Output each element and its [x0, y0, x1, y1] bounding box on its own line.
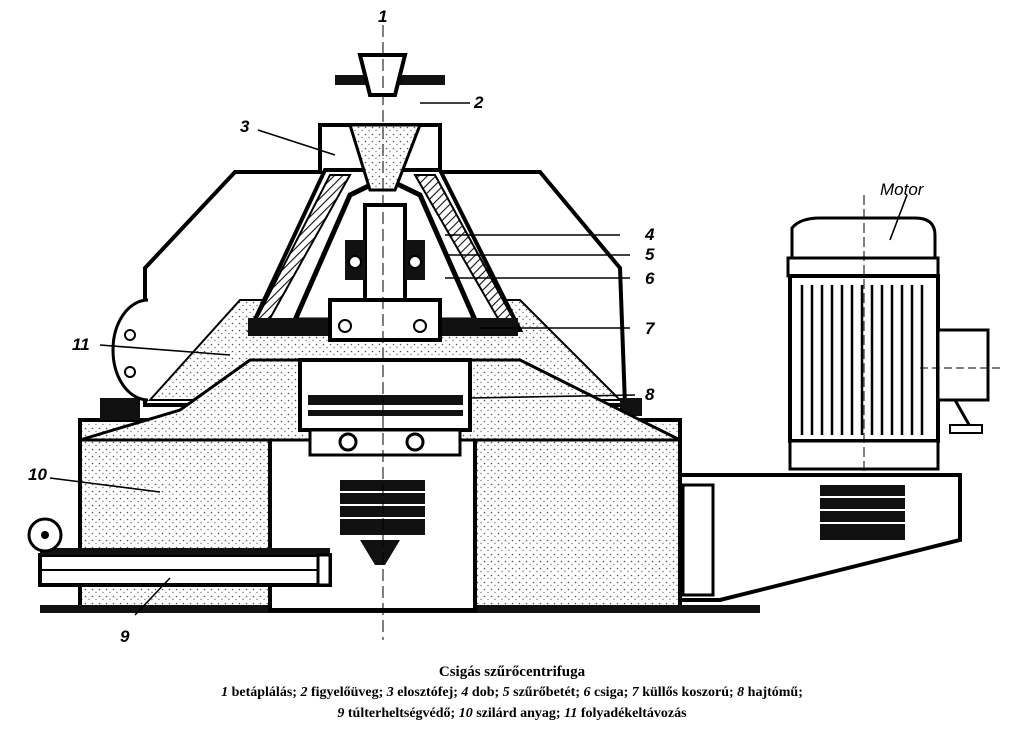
legend-entry: 3 elosztófej; — [387, 685, 458, 700]
legend-text: dob; — [468, 685, 500, 700]
legend-text: szilárd anyag; — [472, 706, 561, 721]
label-8: 8 — [645, 385, 655, 404]
legend-entry: 8 hajtómű; — [737, 685, 803, 700]
legend-number: 7 — [631, 685, 639, 700]
label-3: 3 — [240, 117, 250, 136]
legend-number: 2 — [300, 685, 308, 700]
liquid-outlet — [111, 298, 149, 402]
legend-text: küllős koszorú; — [638, 685, 734, 700]
legend-number: 4 — [461, 685, 469, 700]
legend-text: hajtómű; — [744, 685, 803, 700]
legend-entry: 9 túlterheltségvédő; — [337, 706, 455, 721]
legend-number: 10 — [458, 706, 473, 721]
legend-number: 6 — [583, 685, 591, 700]
legend-text: túlterheltségvédő; — [344, 706, 456, 721]
label-4: 4 — [644, 225, 655, 244]
label-1: 1 — [378, 7, 387, 26]
legend-entry: 11 folyadékeltávozás — [564, 706, 687, 721]
motor — [786, 195, 1000, 560]
label-6: 6 — [645, 269, 655, 288]
motor-base — [678, 473, 962, 602]
label-10: 10 — [28, 465, 47, 484]
legend-number: 9 — [337, 706, 345, 721]
legend-text: folyadékeltávozás — [577, 706, 687, 721]
legend-entry: 7 küllős koszorú; — [632, 685, 734, 700]
legend-entry: 2 figyelőüveg; — [300, 685, 383, 700]
figure-caption-title: Csigás szűrőcentrifuga — [438, 664, 586, 680]
legend-number: 1 — [221, 685, 229, 700]
label-2: 2 — [473, 93, 484, 112]
legend-text: figyelőüveg; — [307, 685, 384, 700]
leader-lines — [49, 102, 908, 616]
legend-entry: 4 dob; — [461, 685, 499, 700]
figure-legend-line-2: 9 túlterheltségvédő; 10 szilárd anyag; 1… — [0, 706, 1024, 722]
figure-legend-line-1: 1 betáplálás; 2 figyelőüveg; 3 elosztófe… — [0, 685, 1024, 701]
label-5: 5 — [645, 245, 655, 264]
legend-number: 11 — [564, 706, 578, 721]
legend-text: elosztófej; — [393, 685, 458, 700]
legend-text: betáplálás; — [228, 685, 297, 700]
legend-entry: 1 betáplálás; — [221, 685, 297, 700]
legend-text: szűrőbetét; — [509, 685, 581, 700]
feed-inlet — [335, 53, 445, 192]
legend-entry: 6 csiga; — [584, 685, 629, 700]
legend-number: 3 — [386, 685, 394, 700]
label-9: 9 — [120, 627, 130, 646]
legend-entry: 5 szűrőbetét; — [503, 685, 580, 700]
legend-entry: 10 szilárd anyag; — [459, 706, 561, 721]
gearbox — [298, 358, 472, 457]
legend-text: csiga; — [590, 685, 629, 700]
overload-protector — [27, 517, 332, 587]
label-7: 7 — [645, 319, 656, 338]
motor-cooling-fins — [800, 285, 924, 435]
central-shaft — [328, 203, 442, 342]
legend-number: 8 — [737, 685, 745, 700]
label-motor: Motor — [880, 180, 925, 199]
legend-number: 5 — [502, 685, 510, 700]
label-11: 11 — [72, 335, 90, 354]
